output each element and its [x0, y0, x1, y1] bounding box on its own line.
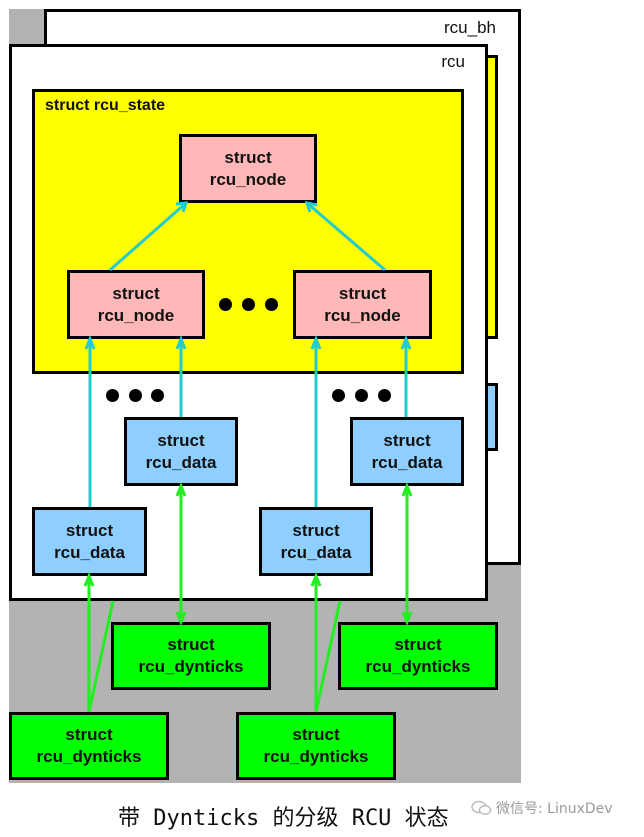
ellipsis-dot: [219, 298, 232, 311]
ellipsis-dot: [151, 389, 164, 402]
node-line2: rcu_node: [97, 305, 175, 325]
ellipsis-dot: [129, 389, 142, 402]
dynticks-line1: struct: [167, 635, 215, 654]
dynticks-line2: rcu_dynticks: [263, 747, 369, 766]
dynticks-line1: struct: [292, 725, 340, 744]
rcu-node-left: struct rcu_node: [67, 270, 205, 339]
rcu-state-title: struct rcu_state: [45, 97, 166, 114]
rcu-node-root: struct rcu_node: [179, 134, 317, 203]
dynticks-line2: rcu_dynticks: [138, 657, 244, 676]
ellipsis-dot: [378, 389, 391, 402]
data-line1: struct: [65, 520, 114, 540]
dynticks-line1: struct: [65, 725, 113, 744]
data-line1: struct: [383, 430, 431, 450]
data-line2: rcu_data: [280, 542, 352, 562]
ellipsis-dot: [106, 389, 119, 402]
data-line2: rcu_data: [371, 452, 443, 472]
rcu-bh-data-edge: [485, 383, 498, 451]
watermark-text: 微信号: LinuxDev: [496, 801, 613, 817]
data-line1: struct: [157, 430, 205, 450]
data-line1: struct: [292, 520, 340, 540]
node-line2: rcu_node: [209, 169, 287, 189]
wechat-icon: [471, 800, 492, 815]
ellipsis-dot: [265, 298, 278, 311]
figure-caption: 带 Dynticks 的分级 RCU 状态: [118, 806, 449, 831]
rcu-bh-state-edge: [485, 55, 498, 339]
rcu-dynticks-left-upper: struct rcu_dynticks: [111, 622, 271, 690]
ellipsis-dot: [332, 389, 345, 402]
node-line2: rcu_node: [324, 305, 401, 325]
node-line1: struct: [338, 283, 387, 303]
watermark: 微信号: LinuxDev: [470, 798, 613, 818]
rcu-data-left-lower: struct rcu_data: [32, 507, 147, 576]
data-line2: rcu_data: [54, 542, 125, 562]
rcu-data-right-lower: struct rcu_data: [259, 507, 373, 576]
rcu-dynticks-right-upper: struct rcu_dynticks: [338, 622, 498, 690]
node-line1: struct: [112, 283, 160, 303]
rcu-data-right-upper: struct rcu_data: [350, 417, 464, 486]
ellipsis-dot: [242, 298, 255, 311]
rcu-node-right: struct rcu_node: [293, 270, 432, 339]
dynticks-line2: rcu_dynticks: [36, 747, 142, 766]
node-line1: struct: [224, 147, 272, 167]
dynticks-line2: rcu_dynticks: [365, 657, 471, 676]
rcu-bh-label: rcu_bh: [444, 18, 496, 37]
ellipsis-dot: [355, 389, 368, 402]
rcu-label: rcu: [441, 52, 465, 71]
dynticks-line1: struct: [394, 635, 442, 654]
rcu-dynticks-left-lower: struct rcu_dynticks: [9, 712, 169, 780]
rcu-dynticks-right-lower: struct rcu_dynticks: [236, 712, 396, 780]
data-line2: rcu_data: [145, 452, 217, 472]
rcu-data-left-upper: struct rcu_data: [124, 417, 238, 486]
